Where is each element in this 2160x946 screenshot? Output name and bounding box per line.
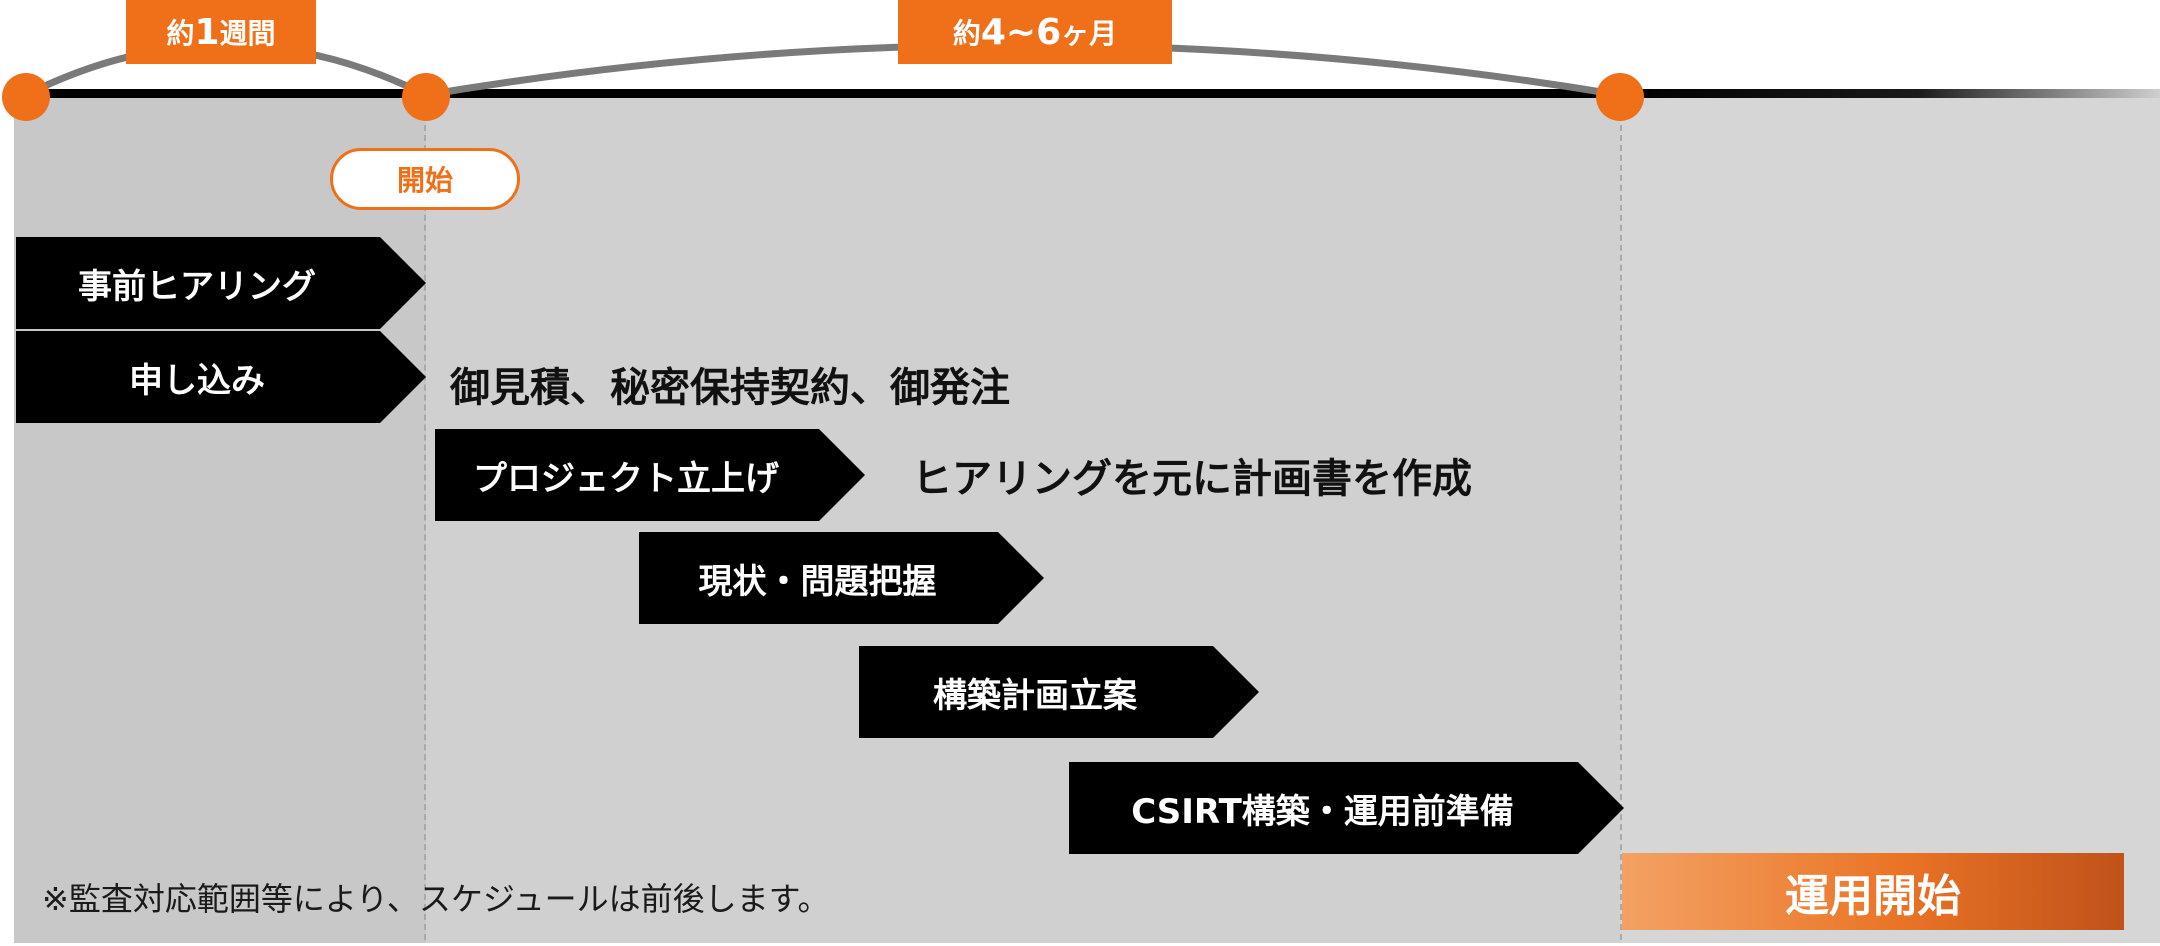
period-tag-week: 約 1 週間 bbox=[126, 0, 316, 64]
period-tag-months: 約 4~6 ヶ月 bbox=[898, 0, 1172, 64]
schedule-footnote: ※監査対応範囲等により、スケジュールは前後します。 bbox=[42, 880, 830, 918]
period-prefix: 約 bbox=[166, 17, 195, 50]
divider-end bbox=[1620, 95, 1622, 940]
period-value: 1 bbox=[194, 11, 220, 53]
period-unit: 週間 bbox=[219, 17, 276, 50]
milestone-dot-operation bbox=[1596, 73, 1644, 121]
step-project-launch: プロジェクト立上げ bbox=[435, 429, 865, 521]
step-current-analysis: 現状・問題把握 bbox=[639, 532, 1044, 624]
timeline-axis bbox=[20, 89, 1620, 98]
phase-panel-pre bbox=[14, 91, 426, 943]
milestone-dot-start bbox=[402, 73, 450, 121]
application-description: 御見積、秘密保持契約、御発注 bbox=[450, 365, 1010, 411]
period-prefix: 約 bbox=[952, 17, 981, 50]
phase-panel-operation bbox=[1620, 91, 2160, 943]
operation-start-label: 運用開始 bbox=[1622, 853, 2124, 930]
period-value: 4~6 bbox=[980, 11, 1062, 53]
step-pre-hearing: 事前ヒアリング bbox=[16, 237, 426, 329]
period-unit: ヶ月 bbox=[1061, 17, 1118, 50]
step-csirt-build: CSIRT構築・運用前準備 bbox=[1069, 762, 1624, 854]
step-construction-plan: 構築計画立案 bbox=[859, 646, 1259, 738]
step-application: 申し込み bbox=[16, 331, 426, 423]
timeline-axis-fade bbox=[1620, 89, 2160, 98]
divider-start bbox=[424, 95, 426, 940]
start-label: 開始 bbox=[330, 148, 520, 210]
project-launch-description: ヒアリングを元に計画書を作成 bbox=[912, 456, 1472, 502]
milestone-dot-begin bbox=[2, 73, 50, 121]
